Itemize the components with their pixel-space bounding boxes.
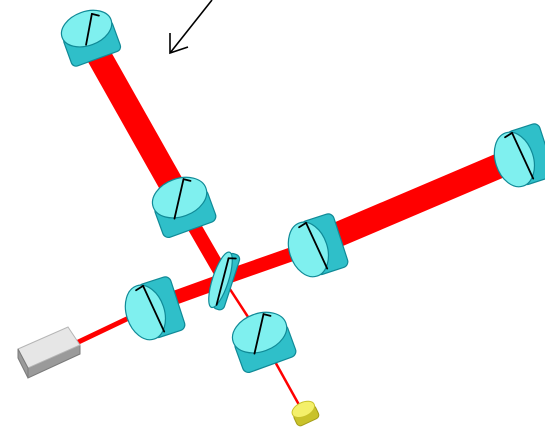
input-mirror-east xyxy=(287,213,349,278)
beam-splitter xyxy=(208,251,241,311)
mirror-mark xyxy=(142,284,166,333)
beam-arm-east xyxy=(313,145,525,255)
photodetector xyxy=(291,400,320,427)
mirror-mark xyxy=(298,221,307,229)
laser-source-end xyxy=(17,348,29,379)
mirror-mark xyxy=(511,131,535,180)
mirror-mark xyxy=(182,178,192,182)
mirror-mark xyxy=(173,178,185,220)
end-mirror-north xyxy=(60,9,122,67)
mirror-mark xyxy=(90,13,100,17)
mirror-mark xyxy=(85,13,93,46)
arrow-head xyxy=(169,33,189,55)
mirror-face xyxy=(124,284,167,341)
beam-arm-north xyxy=(79,33,194,212)
detector-face xyxy=(291,400,316,418)
mirror-face xyxy=(493,131,536,188)
mirror-mark xyxy=(135,284,144,292)
signal-recycling-mirror xyxy=(231,311,297,374)
arrow-shaft xyxy=(169,0,213,54)
splitter-mark xyxy=(227,257,237,260)
power-recycling-mirror xyxy=(124,276,186,341)
mirror-mark xyxy=(262,313,272,317)
incoming-signal-arrow xyxy=(169,0,213,55)
laser-source xyxy=(17,326,81,379)
mirror-mark xyxy=(504,131,513,139)
splitter-mark xyxy=(215,257,230,306)
end-mirror-east xyxy=(493,123,545,188)
optics-layer xyxy=(60,9,545,374)
mirror-mark xyxy=(253,313,265,355)
mirror-face xyxy=(287,221,330,278)
mirror-face xyxy=(60,9,113,48)
mirror-mark xyxy=(305,221,329,270)
input-mirror-north xyxy=(151,176,217,239)
